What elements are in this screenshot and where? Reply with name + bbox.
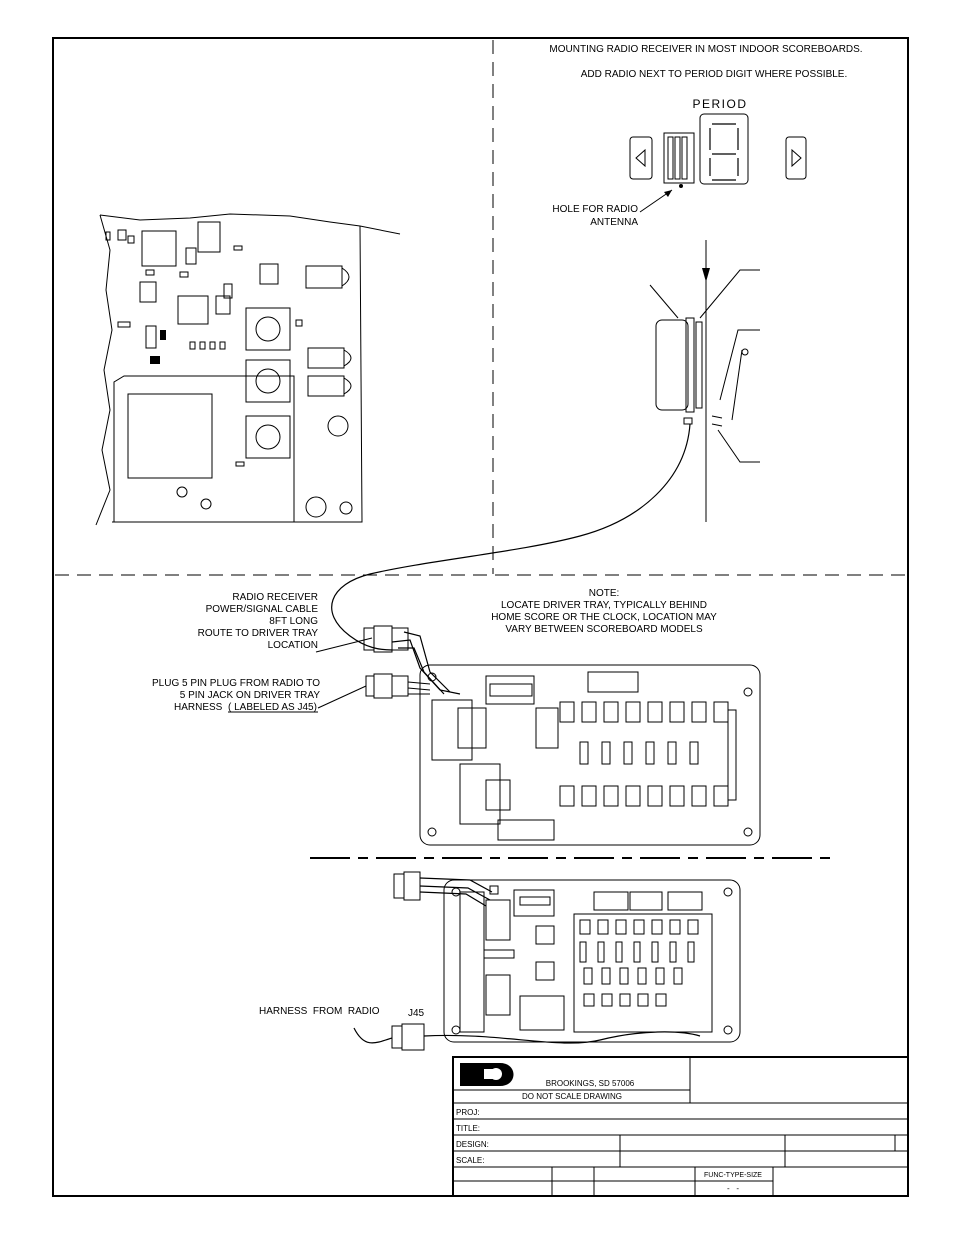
chip: [619, 993, 631, 1007]
chip: [633, 919, 645, 935]
mounting-note-line1: MOUNTING RADIO RECEIVER IN MOST INDOOR S…: [549, 44, 862, 55]
chip: [601, 993, 613, 1007]
chip: [581, 785, 597, 807]
chip: [597, 919, 609, 935]
title-block: [452, 1056, 909, 1197]
chip: [579, 941, 587, 963]
chip: [625, 785, 641, 807]
chip: [603, 785, 619, 807]
harness-label: HARNESS FROM RADIO: [259, 1006, 380, 1017]
cable-label-line2: POWER/SIGNAL CABLE: [206, 604, 319, 615]
hole-label-line1: HOLE FOR RADIO: [552, 204, 638, 215]
chip: [689, 741, 699, 765]
chip: [669, 941, 677, 963]
proj-field: PROJ:: [456, 1108, 480, 1117]
j45-label: J45: [408, 1008, 425, 1019]
chip: [601, 741, 611, 765]
chip: [713, 701, 729, 723]
chip: [597, 941, 605, 963]
chip: [583, 993, 595, 1007]
chip: [633, 941, 641, 963]
period-digit-assembly: [629, 113, 807, 213]
chip: [673, 967, 683, 985]
chip: [623, 741, 633, 765]
chip: [559, 701, 575, 723]
location-text: BROOKINGS, SD 57006: [546, 1079, 635, 1088]
hole-label-line2: ANTENNA: [590, 217, 638, 228]
cable-label-line3: 8FT LONG: [269, 616, 318, 627]
chip: [669, 919, 681, 935]
chip: [619, 967, 629, 985]
chip: [601, 967, 611, 985]
chip: [637, 967, 647, 985]
title-field: TITLE:: [456, 1124, 480, 1133]
chip: [615, 919, 627, 935]
chip: [615, 941, 623, 963]
chip: [713, 785, 729, 807]
driver-note-line3: HOME SCORE OR THE CLOCK, LOCATION MAY: [491, 612, 717, 623]
chip: [583, 967, 593, 985]
chip: [647, 785, 663, 807]
chip: [581, 701, 597, 723]
period-label: PERIOD: [692, 97, 747, 111]
scale-field: SCALE:: [456, 1156, 484, 1165]
cable-label-line4: ROUTE TO DRIVER TRAY: [198, 628, 319, 639]
chip: [687, 919, 699, 935]
chip: [651, 919, 663, 935]
driver-note-line1: NOTE:: [589, 588, 620, 599]
design-field: DESIGN:: [456, 1140, 489, 1149]
chip: [691, 701, 707, 723]
cable-label-line1: RADIO RECEIVER: [232, 592, 318, 603]
chip: [603, 701, 619, 723]
plug-label-line3b: ( LABELED AS J45): [228, 702, 317, 713]
sheet-border: [52, 37, 909, 1197]
company-logo: [460, 1063, 514, 1086]
func-type-size-label: FUNC-TYPE-SIZE: [704, 1172, 762, 1179]
chip: [647, 701, 663, 723]
radio-side-view: [331, 240, 760, 651]
mounting-note-line2: ADD RADIO NEXT TO PERIOD DIGIT WHERE POS…: [581, 69, 848, 80]
chip: [651, 941, 659, 963]
chip: [669, 785, 685, 807]
chip: [655, 993, 667, 1007]
plug-label-line3: HARNESS: [174, 702, 223, 713]
cable-label-line5: LOCATION: [268, 640, 318, 651]
chip: [637, 993, 649, 1007]
chip: [645, 741, 655, 765]
driver-tray-lower: [353, 871, 741, 1051]
chip: [691, 785, 707, 807]
plug-label-line2: 5 PIN JACK ON DRIVER TRAY: [180, 690, 321, 701]
driver-note-line2: LOCATE DRIVER TRAY, TYPICALLY BEHIND: [501, 600, 707, 611]
chip: [687, 941, 695, 963]
chip: [655, 967, 665, 985]
chip: [669, 701, 685, 723]
no-scale-text: DO NOT SCALE DRAWING: [522, 1092, 622, 1101]
driver-note-line4: VARY BETWEEN SCOREBOARD MODELS: [505, 624, 703, 635]
func-type-size-code: - -: [727, 1184, 739, 1193]
plug-label-line1: PLUG 5 PIN PLUG FROM RADIO TO: [152, 678, 320, 689]
chip: [625, 701, 641, 723]
chip: [559, 785, 575, 807]
chip: [667, 741, 677, 765]
chip: [579, 741, 589, 765]
driver-tray-upper: [363, 625, 761, 846]
chip: [579, 919, 591, 935]
receiver-board: [95, 213, 401, 526]
